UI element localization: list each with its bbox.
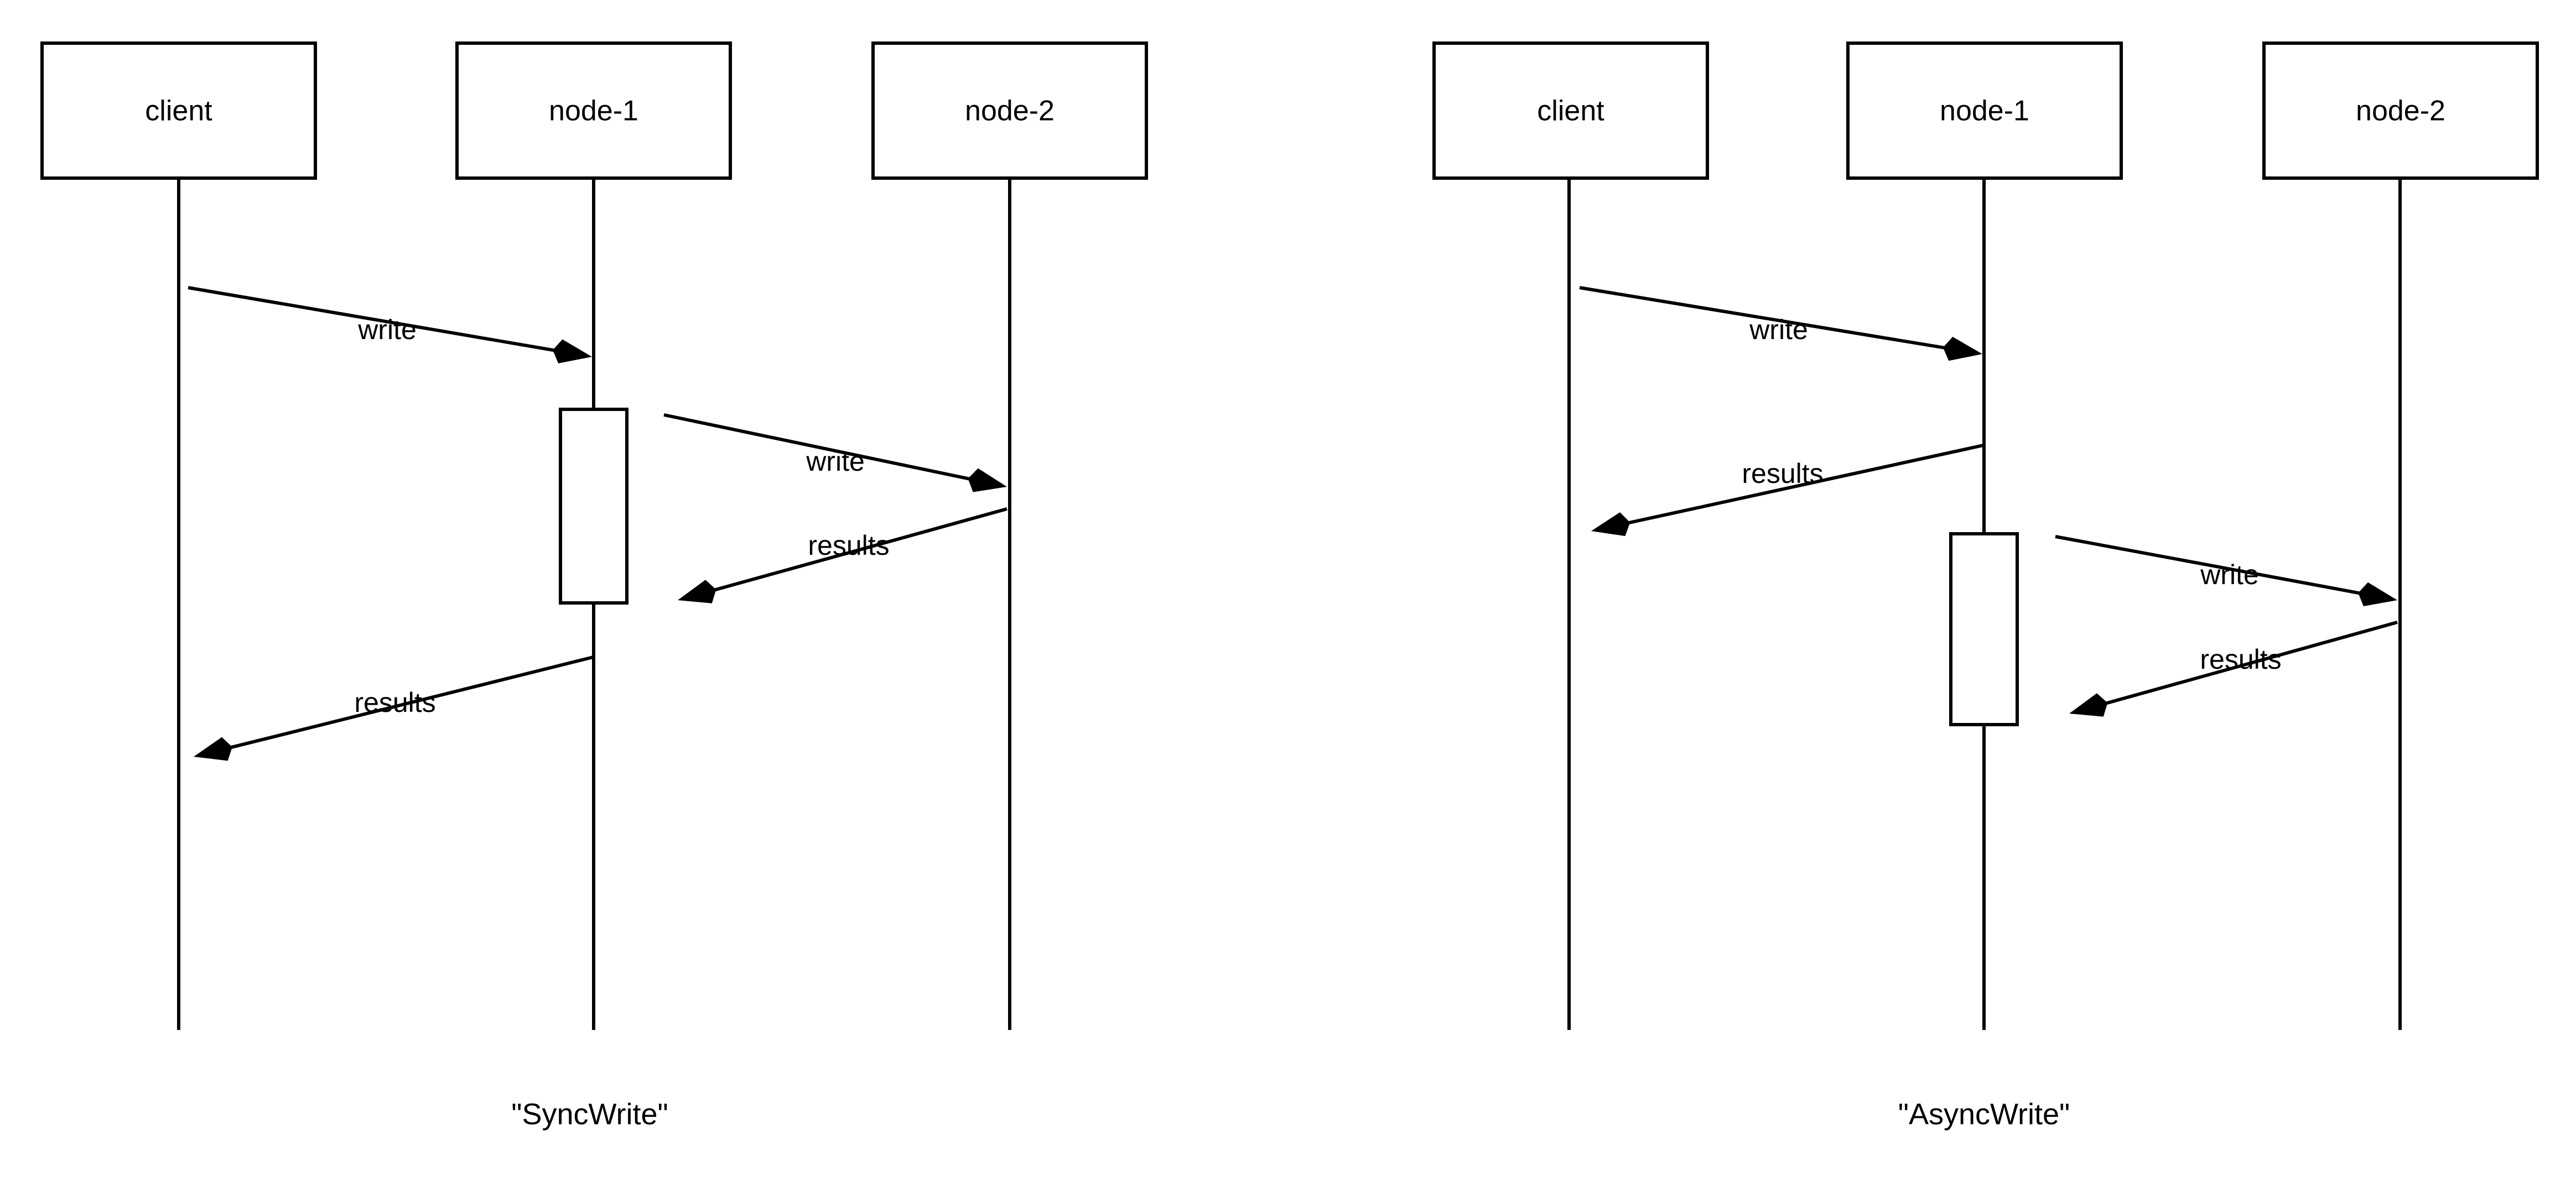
message-label-write-0: write [1749, 314, 1808, 345]
activation-bar-node-1-0 [559, 408, 629, 605]
participant-node-1[interactable]: node-1 [455, 41, 732, 1030]
message-write-0[interactable]: write [1579, 286, 1982, 361]
participant-box-client[interactable] [1432, 41, 1709, 180]
activation-bar-node-1-0 [1949, 532, 2019, 726]
participant-box-node-1[interactable] [455, 41, 732, 180]
diagram-caption-sync-write: "SyncWrite" [511, 1097, 668, 1131]
arrow-head-right-0 [1943, 336, 1982, 361]
message-write-1[interactable]: write [663, 413, 1007, 492]
participant-label-node-1: node-1 [549, 95, 638, 127]
message-results-1[interactable]: results [1591, 444, 1984, 537]
arrow-head-right-2 [2358, 582, 2397, 607]
message-line-write-0 [188, 286, 561, 353]
message-label-results-3: results [2200, 644, 2281, 675]
message-line-results-2 [708, 507, 1007, 594]
message-line-results-3 [2100, 621, 2398, 707]
participant-client[interactable]: client [1432, 41, 1709, 1030]
participant-label-node-2: node-2 [2356, 95, 2445, 127]
message-label-write-1: write [806, 446, 865, 477]
participant-label-client: client [145, 95, 212, 127]
message-label-write-0: write [357, 314, 417, 345]
arrow-head-left-2 [678, 580, 716, 603]
arrow-head-left-3 [2069, 693, 2108, 717]
message-line-results-1 [1622, 444, 1984, 526]
message-line-write-0 [1579, 286, 1951, 351]
participant-client[interactable]: client [40, 41, 317, 1030]
participant-node-1[interactable]: node-1 [1846, 41, 2123, 1030]
participant-node-2[interactable]: node-2 [871, 41, 1148, 1030]
message-label-write-2: write [2200, 559, 2259, 590]
message-results-3[interactable]: results [194, 655, 594, 761]
sequence-diagram-async-write: client node-1 node-2 write results write resul… [1432, 41, 2539, 1131]
participant-box-node-2[interactable] [871, 41, 1148, 180]
message-label-results-1: results [1742, 458, 1823, 489]
message-label-results-2: results [808, 530, 889, 561]
participant-label-node-2: node-2 [965, 95, 1055, 127]
message-line-write-2 [2055, 535, 2366, 596]
message-write-2[interactable]: write [2055, 535, 2397, 607]
participant-label-node-1: node-1 [1940, 95, 2029, 127]
participant-node-2[interactable]: node-2 [2262, 41, 2539, 1030]
message-label-results-3: results [354, 687, 435, 718]
participant-label-client: client [1537, 95, 1604, 127]
message-write-0[interactable]: write [188, 286, 592, 363]
participant-box-node-1[interactable] [1846, 41, 2123, 180]
message-line-results-3 [224, 655, 594, 751]
arrow-head-right-0 [553, 339, 592, 363]
diagram-caption-async-write: "AsyncWrite" [1898, 1097, 2070, 1131]
message-results-2[interactable]: results [678, 507, 1007, 603]
arrow-head-left-3 [194, 737, 232, 761]
sequence-diagram-sync-write: client node-1 node-2 write write results resul… [40, 41, 1148, 1131]
message-results-3[interactable]: results [2069, 621, 2398, 717]
message-line-write-1 [663, 413, 976, 482]
arrow-head-right-1 [968, 468, 1007, 492]
participant-box-client[interactable] [40, 41, 317, 180]
arrow-head-left-1 [1591, 512, 1630, 537]
